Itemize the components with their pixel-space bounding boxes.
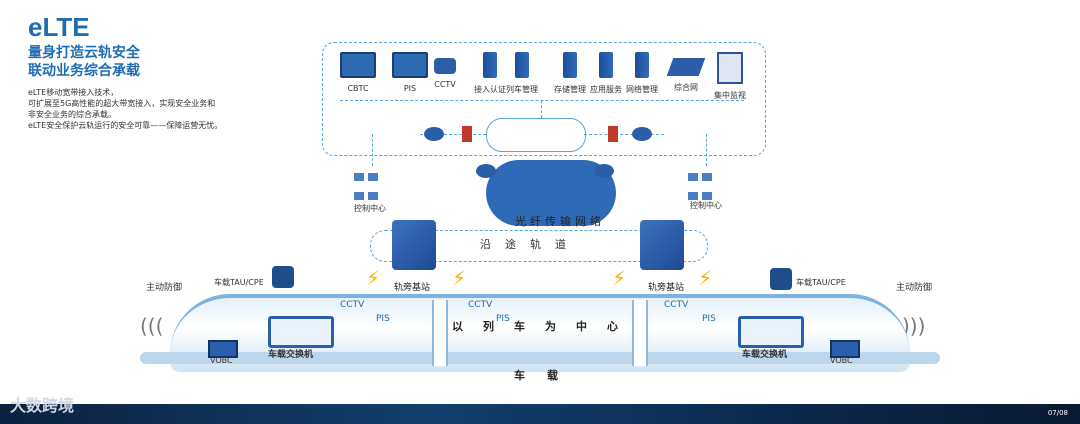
device-network-mgmt: 网络管理 [626, 52, 658, 95]
cctv-tag: CCTV [468, 300, 493, 310]
active-defense-right: 主动防御 [896, 283, 933, 293]
pis-tag: PIS [702, 314, 716, 324]
router-icon [632, 127, 652, 141]
footer-bar [0, 404, 1080, 424]
cc-right-line [706, 134, 707, 166]
server-icon [635, 52, 649, 78]
signal-bolt-icon: ⚡ [452, 266, 467, 290]
device-train-mgmt: 列车管理 [506, 52, 538, 95]
trackside-box [370, 230, 708, 262]
cc-left-line [372, 134, 373, 166]
wave-icon: ))) [902, 314, 926, 338]
device-label: 网络管理 [626, 85, 658, 94]
device-access-auth: 接入认证 [474, 52, 506, 95]
base-station-right: 轨旁基站 [648, 283, 685, 293]
core-link-right [584, 134, 664, 135]
onboard-switch-icon [738, 316, 804, 348]
cctv-tag: CCTV [664, 300, 689, 310]
router-icon [594, 164, 614, 178]
vobc-icon [830, 340, 860, 358]
core-link-left [420, 134, 486, 135]
cctv-tag: CCTV [340, 300, 365, 310]
server-icon [515, 52, 529, 78]
rack-icon [717, 52, 743, 84]
signal-bolt-icon: ⚡ [698, 266, 713, 290]
core-switch [486, 118, 586, 152]
router-icon [476, 164, 496, 178]
wave-icon: ((( [140, 314, 164, 338]
server-icon [563, 52, 577, 78]
page-title: eLTE [28, 12, 90, 42]
subtitle-line-1: 量身打造云轨安全 [28, 45, 140, 61]
fiber-network-label: 光纤传输网络 [515, 215, 605, 228]
onboard-switch-icon [268, 316, 334, 348]
switch-icon [666, 58, 706, 76]
control-center-left: 控制中心 [354, 204, 386, 213]
device-label: 应用服务 [590, 85, 622, 94]
car-coupler [632, 300, 648, 366]
device-cbtc: CBTC [340, 52, 376, 93]
switch-right-label: 车载交换机 [742, 350, 788, 360]
signal-bolt-icon: ⚡ [612, 266, 627, 290]
device-bus-line [340, 100, 744, 101]
intro-line-2: 可扩展至5G高性能的超大带宽接入，实现安全业务和 [28, 99, 216, 108]
vobc-icon [208, 340, 238, 358]
subtitle-line-2: 联动业务综合承载 [28, 63, 140, 79]
page-number: 07/08 [1047, 409, 1068, 417]
device-label: 接入认证 [474, 85, 506, 94]
server-icon [599, 52, 613, 78]
device-label: PIS [403, 84, 417, 93]
firewall-icon [462, 126, 472, 142]
bus-link-line [541, 100, 542, 118]
base-station-icon [392, 220, 436, 270]
car-label: 车载 [514, 369, 580, 382]
cpe-left-label: 车载TAU/CPE [214, 278, 264, 287]
train-center-label: 以列车为中心 [452, 320, 638, 333]
device-label: CCTV [434, 80, 456, 89]
computer-icon [686, 168, 716, 200]
intro-line-1: eLTE移动宽带接入技术， [28, 88, 119, 97]
trackside-label: 沿途轨道 [480, 238, 580, 251]
monitor-icon [392, 52, 428, 78]
firewall-icon [608, 126, 618, 142]
device-cctv: CCTV [434, 52, 456, 89]
watermark: 大数跨境 [10, 396, 75, 415]
device-monitoring: 集中监视 [714, 52, 746, 101]
device-label: 集中监视 [714, 91, 746, 100]
vobc-left-label: VOBC [210, 356, 233, 365]
device-label: 存储管理 [554, 85, 586, 94]
cpe-right-label: 车载TAU/CPE [796, 278, 846, 287]
cpe-icon [272, 266, 294, 288]
device-label: 列车管理 [506, 85, 538, 94]
device-integrated: 综合网 [666, 52, 706, 93]
active-defense-left: 主动防御 [146, 283, 183, 293]
pis-tag: PIS [496, 314, 510, 324]
camera-icon [434, 58, 456, 74]
server-icon [483, 52, 497, 78]
intro-line-4: eLTE安全保护云轨运行的安全可靠——保障运营无忧。 [28, 121, 223, 130]
pis-tag: PIS [376, 314, 390, 324]
signal-bolt-icon: ⚡ [366, 266, 381, 290]
train-floor [140, 352, 940, 364]
computer-icon [352, 168, 382, 200]
device-storage: 存储管理 [554, 52, 586, 95]
device-app-service: 应用服务 [590, 52, 622, 95]
router-icon [424, 127, 444, 141]
vobc-right-label: VOBC [830, 356, 853, 365]
base-station-icon [640, 220, 684, 270]
monitor-icon [340, 52, 376, 78]
intro-line-3: 非安全业务的综合承载。 [28, 110, 116, 119]
device-label: 综合网 [674, 83, 698, 92]
control-center-right: 控制中心 [690, 201, 722, 210]
device-pis: PIS [392, 52, 428, 93]
switch-left-label: 车载交换机 [268, 350, 314, 360]
base-station-left: 轨旁基站 [394, 283, 431, 293]
system-box [322, 42, 766, 156]
cpe-icon [770, 268, 792, 290]
car-coupler [432, 300, 448, 366]
device-label: CBTC [347, 84, 369, 93]
